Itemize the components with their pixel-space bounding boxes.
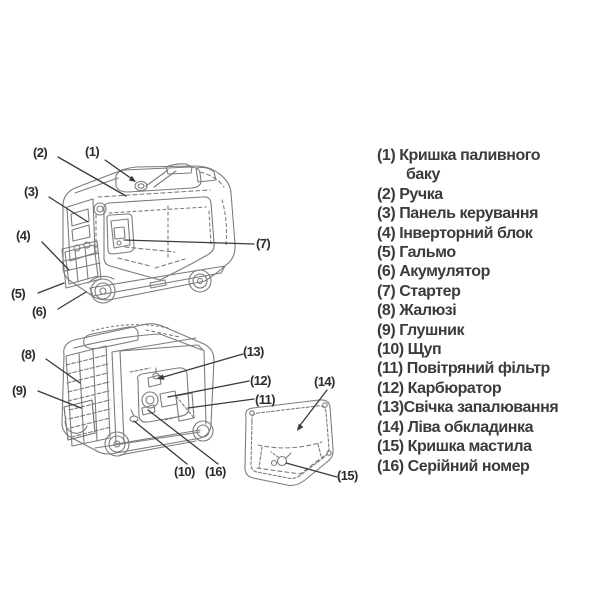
legend-line-1: (1) Кришка паливного (377, 147, 541, 164)
callout-label-15: (15) (337, 468, 358, 483)
legend-line-1-continuation: баку (406, 166, 440, 184)
legend-line-6: (6) Акумулятор (377, 263, 490, 281)
legend-line-7: (7) Стартер (377, 282, 461, 300)
callout-label-9: (9) (12, 383, 27, 398)
arrowhead-13 (157, 374, 165, 380)
callout-label-1: (1) (85, 144, 100, 159)
left-cover-view (244, 399, 334, 486)
legend-line-14: (14) Ліва обкладинка (377, 418, 534, 436)
callout-label-2: (2) (33, 145, 48, 160)
callout-label-3: (3) (24, 184, 39, 199)
callout-label-14: (14) (314, 374, 335, 389)
legend-line-2: (2) Ручка (377, 185, 443, 203)
legend-line-16: (16) Серійний номер (377, 457, 530, 475)
callout-label-4: (4) (16, 228, 31, 243)
legend-line-8: (8) Жалюзі (377, 302, 457, 320)
legend-line-5: (5) Гальмо (377, 244, 456, 262)
callout-label-6: (6) (32, 304, 47, 319)
legend-line-4: (4) Інверторний блок (377, 224, 533, 242)
callout-label-16: (16) (205, 464, 226, 479)
legend-line-10: (10) Щуп (377, 341, 442, 359)
generator-front-view (61, 163, 236, 304)
legend-line-12: (12) Карбюратор (377, 379, 502, 397)
legend-line-3: (3) Панель керування (377, 205, 538, 223)
callout-label-11: (11) (255, 392, 276, 407)
callout-label-8: (8) (21, 347, 36, 362)
legend-line-9: (9) Глушник (377, 321, 465, 339)
callout-label-12: (12) (250, 373, 271, 388)
callout-label-10: (10) (174, 464, 195, 479)
arrowhead-1 (128, 175, 136, 182)
callout-label-13: (13) (243, 344, 264, 359)
legend-line-13: (13)Свічка запалювання (377, 399, 559, 417)
callout-label-5: (5) (11, 286, 26, 301)
generator-internal-view (61, 323, 215, 457)
arrowhead-14 (297, 423, 304, 431)
callout-lines (37, 156, 338, 478)
callout-label-7: (7) (256, 236, 271, 251)
legend-line-15: (15) Кришка мастила (377, 438, 532, 456)
legend-line-11: (11) Повітряний фільтр (377, 360, 550, 378)
parts-legend: (1) Кришка паливного баку (2) Ручка (3) … (377, 146, 589, 476)
